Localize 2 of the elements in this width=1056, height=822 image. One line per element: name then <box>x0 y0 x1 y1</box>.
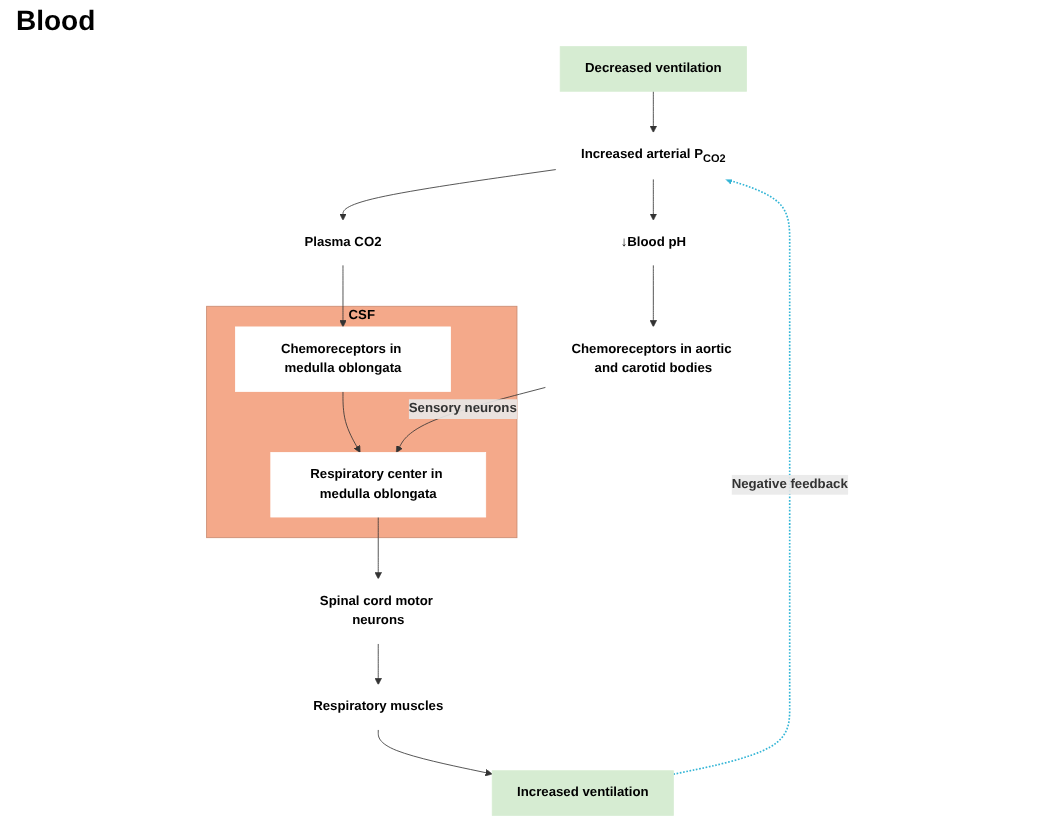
region-label: Blood <box>16 4 96 36</box>
arrow <box>673 177 792 776</box>
